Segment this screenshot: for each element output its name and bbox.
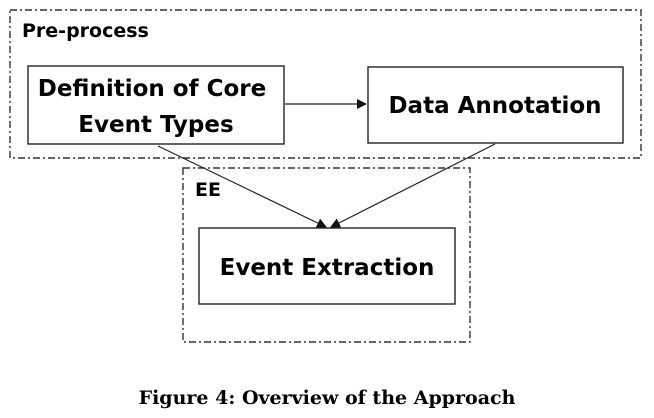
node-event-extraction-label: Event Extraction	[220, 255, 435, 281]
node-event-extraction-box	[198, 227, 456, 305]
node-data-annotation-box	[367, 66, 624, 144]
edge-annotation-to-extraction	[330, 143, 496, 228]
node-core-event-types-label: Definition of Core Event Types	[38, 76, 275, 138]
preprocess-group-box	[9, 9, 642, 159]
edge-core-to-extraction	[157, 145, 327, 228]
preprocess-group-label: Pre-process	[22, 20, 149, 42]
node-core-event-types-box	[27, 65, 285, 145]
figure-caption: Figure 4: Overview of the Approach	[139, 387, 516, 409]
ee-group-box	[182, 167, 471, 343]
ee-group-label: EE	[195, 179, 221, 201]
node-data-annotation-label: Data Annotation	[388, 93, 601, 119]
